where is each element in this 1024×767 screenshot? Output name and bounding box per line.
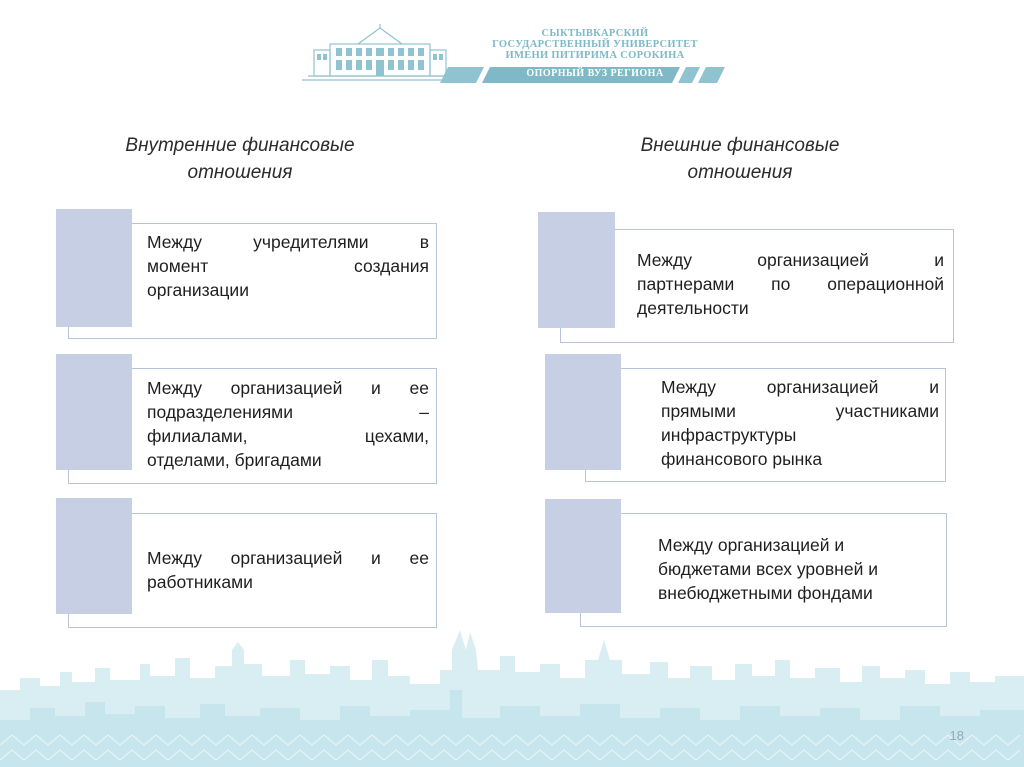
card-text: Между учредителями в момент создания орг…: [147, 232, 429, 300]
city-skyline-decoration-icon: [0, 630, 1024, 767]
university-name-line1: СЫКТЫВКАРСКИЙ: [541, 28, 649, 39]
university-name-line2: ГОСУДАРСТВЕННЫЙ УНИВЕРСИТЕТ: [492, 39, 698, 50]
card-accent-block: [545, 354, 621, 470]
card-text: Между организацией и партнерами по опера…: [637, 250, 944, 318]
card-accent-block: [56, 498, 132, 614]
card-text: Между организацией и ее подразделениями …: [147, 378, 429, 470]
page-number: 18: [949, 728, 964, 743]
card-text: Между организацией и бюджетами всех уров…: [658, 535, 878, 603]
university-name: СЫКТЫВКАРСКИЙ ГОСУДАРСТВЕННЫЙ УНИВЕРСИТЕ…: [460, 28, 730, 61]
card-text: Между организацией и прямыми участниками…: [661, 377, 939, 469]
card-text: Между организацией и ее работниками: [147, 548, 429, 592]
right-heading-line2: отношения: [687, 162, 793, 183]
right-column-heading: Внешние финансовые отношения: [560, 132, 920, 186]
logo-ribbon: [440, 67, 725, 83]
card-accent-block: [56, 209, 132, 327]
left-column-heading: Внутренние финансовые отношения: [60, 132, 420, 186]
card-accent-block: [56, 354, 132, 470]
right-heading-line1: Внешние финансовые: [640, 135, 840, 156]
card-accent-block: [538, 212, 615, 328]
left-heading-line1: Внутренние финансовые: [125, 135, 355, 156]
ribbon-text: ОПОРНЫЙ ВУЗ РЕГИОНА: [526, 68, 664, 79]
left-heading-line2: отношения: [187, 162, 293, 183]
university-building-logo-icon: [302, 24, 458, 81]
university-logo: СЫКТЫВКАРСКИЙ ГОСУДАРСТВЕННЫЙ УНИВЕРСИТЕ…: [300, 22, 730, 84]
university-name-line3: ИМЕНИ ПИТИРИМА СОРОКИНА: [505, 50, 685, 61]
card-accent-block: [545, 499, 621, 613]
